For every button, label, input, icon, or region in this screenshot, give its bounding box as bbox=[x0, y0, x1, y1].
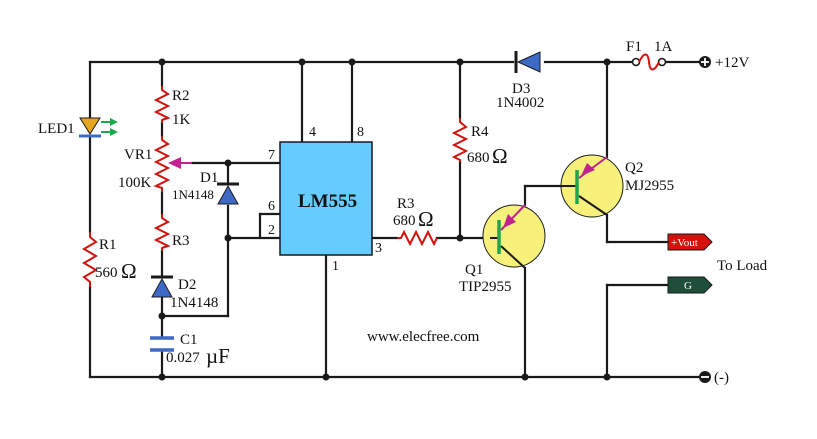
q1-emitter-arrow bbox=[503, 214, 516, 228]
diode-d1: D1 1N4148 bbox=[172, 170, 239, 205]
g-label: G bbox=[684, 280, 692, 292]
pin-8-label: 8 bbox=[357, 125, 364, 140]
d1-triangle bbox=[217, 184, 239, 205]
junction-dot bbox=[158, 58, 166, 66]
junction-dot bbox=[456, 58, 464, 66]
g-terminal: G bbox=[667, 276, 713, 294]
ic-body bbox=[279, 141, 373, 256]
junction-dot bbox=[298, 58, 306, 66]
r3-unit: Ω bbox=[418, 207, 434, 231]
resistor-r2: R2 1K bbox=[153, 86, 191, 128]
r2-value: 1K bbox=[172, 112, 191, 128]
f1-element bbox=[638, 53, 660, 71]
r1-value: 560 bbox=[95, 265, 118, 281]
vr1-ref: VR1 bbox=[124, 147, 152, 163]
transistor-q1: Q1 TIP2955 bbox=[459, 204, 546, 295]
led1-light-arrow bbox=[110, 118, 118, 126]
q1-value: TIP2955 bbox=[459, 279, 512, 295]
vout-label: +Vout bbox=[671, 237, 698, 249]
r4-unit: Ω bbox=[492, 144, 508, 168]
resistor-r3-left: R3 bbox=[153, 214, 190, 251]
pin-2-label: 2 bbox=[268, 223, 275, 238]
f1-value: 1A bbox=[654, 39, 673, 55]
vr1-value: 100K bbox=[118, 175, 152, 191]
junction-dot bbox=[603, 58, 611, 66]
minus-terminal: (-) bbox=[699, 370, 729, 386]
r2-ref: R2 bbox=[172, 88, 190, 104]
junction-dot bbox=[348, 58, 356, 66]
fuse-f1: F1 1A bbox=[626, 39, 673, 71]
led1-ref: LED1 bbox=[38, 121, 75, 137]
junction-dot bbox=[322, 373, 330, 381]
q1-ref: Q1 bbox=[465, 262, 483, 278]
vout-terminal: +Vout bbox=[667, 233, 713, 251]
q2-emitter-arrow bbox=[581, 163, 595, 176]
q2-ref: Q2 bbox=[625, 160, 643, 176]
resistor-r1: R1 560 Ω bbox=[82, 232, 137, 287]
pin-3-label: 3 bbox=[375, 241, 382, 256]
led1: LED1 bbox=[38, 117, 118, 138]
watermark: www.elecfree.com bbox=[367, 329, 480, 345]
r1-ref: R1 bbox=[99, 237, 117, 253]
capacitor-c1: C1 0.027 µF bbox=[150, 332, 230, 368]
d2-value: 1N4148 bbox=[170, 295, 218, 311]
c1-value: 0.027 bbox=[166, 350, 200, 366]
potentiometer-vr1: VR1 100K bbox=[118, 136, 192, 192]
to-load-label: To Load bbox=[717, 258, 768, 274]
pin-4-label: 4 bbox=[309, 125, 316, 140]
c1-unit: µF bbox=[206, 344, 230, 368]
d1-value: 1N4148 bbox=[172, 187, 214, 202]
ic-label: LM555 bbox=[298, 191, 357, 212]
r1-unit: Ω bbox=[121, 259, 137, 283]
c1-ref: C1 bbox=[180, 332, 198, 348]
r4-ref: R4 bbox=[471, 124, 489, 140]
vr1-wiper-arrow bbox=[168, 157, 181, 169]
junction-dot bbox=[603, 373, 611, 381]
g-tag bbox=[667, 276, 713, 294]
plus-12v-terminal: +12V bbox=[699, 55, 749, 71]
junction-dot bbox=[224, 159, 232, 167]
r3-ref: R3 bbox=[397, 196, 415, 212]
pin-6-label: 6 bbox=[268, 199, 275, 214]
resistor-r3: R3 680 Ω bbox=[393, 196, 438, 247]
led1-triangle bbox=[79, 117, 101, 135]
d3-triangle bbox=[516, 51, 541, 73]
diode-d3: D3 1N4002 bbox=[496, 51, 544, 111]
r3-left-ref: R3 bbox=[172, 233, 190, 249]
pin-1-label: 1 bbox=[332, 259, 339, 274]
junction-dot bbox=[224, 234, 232, 242]
minus-label: (-) bbox=[714, 370, 729, 386]
junction-dot bbox=[456, 234, 464, 242]
diode-d2: D2 1N4148 bbox=[151, 275, 218, 311]
d3-ref: D3 bbox=[512, 81, 530, 97]
d2-triangle bbox=[151, 277, 173, 298]
transistor-q2: Q2 MJ2955 bbox=[560, 154, 674, 218]
q2-value: MJ2955 bbox=[625, 178, 674, 194]
led1-light-arrow bbox=[110, 128, 118, 136]
lm555-ic: LM555 4 8 7 6 2 3 1 bbox=[268, 125, 382, 274]
resistor-r4: R4 680 Ω bbox=[451, 118, 508, 168]
d2-ref: D2 bbox=[178, 277, 196, 293]
junction-dot bbox=[521, 373, 529, 381]
pin-7-label: 7 bbox=[268, 148, 275, 163]
r4-value: 680 bbox=[467, 150, 490, 166]
plus-12v-label: +12V bbox=[715, 55, 749, 71]
d1-ref: D1 bbox=[200, 170, 218, 186]
f1-ref: F1 bbox=[626, 39, 642, 55]
r3-value: 680 bbox=[393, 213, 416, 229]
junction-dot bbox=[158, 373, 166, 381]
junction-dot bbox=[158, 312, 166, 320]
d3-value: 1N4002 bbox=[496, 95, 544, 111]
junction-dots bbox=[158, 58, 611, 381]
vout-tag bbox=[667, 233, 713, 251]
